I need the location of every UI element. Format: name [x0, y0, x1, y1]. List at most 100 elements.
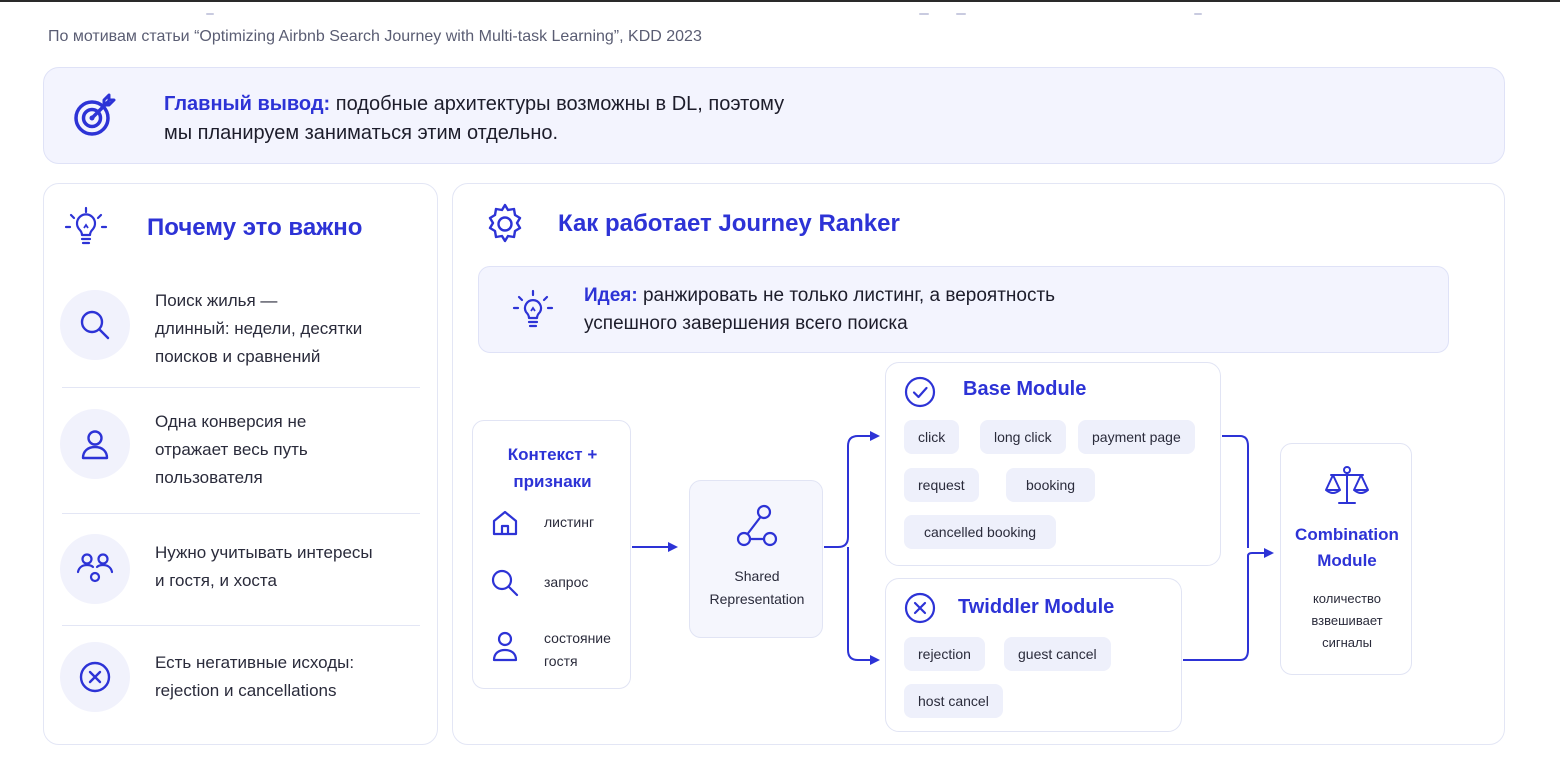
context-item: запрос	[489, 567, 629, 599]
shared-representation-label: Shared Representation	[690, 565, 824, 611]
reason-line: отражает весь путь	[155, 440, 308, 459]
arrow-base-to-combination	[1222, 435, 1249, 548]
reason-item: Есть негативные исходы: rejection и canc…	[60, 642, 420, 722]
divider	[62, 387, 420, 388]
house-icon	[492, 510, 518, 536]
combination-description: количество взвешивает сигналы	[1281, 588, 1413, 654]
combination-module-title: Combination Module	[1281, 522, 1413, 574]
signal-chip: host cancel	[904, 684, 1003, 718]
source-caption: По мотивам статьи “Optimizing Airbnb Sea…	[48, 28, 702, 45]
why-important-card: Почему это важно Поиск жилья — длинный: …	[43, 183, 438, 745]
main-conclusion-line1: подобные архитектуры возможны в DL, поэт…	[335, 93, 785, 115]
twiddler-module-title: Twiddler Module	[958, 596, 1115, 618]
why-important-title: Почему это важно	[147, 214, 363, 241]
search-icon	[80, 310, 110, 340]
shared-label-line: Shared	[734, 568, 780, 584]
arrow-twiddler-to-combination	[1183, 548, 1274, 661]
context-title-line: Контекст +	[507, 445, 598, 464]
context-features-box: Контекст + признаки листинг запрос состо…	[472, 420, 631, 689]
arrow-shared-to-base	[824, 431, 880, 548]
lightbulb-icon	[64, 206, 108, 245]
close-circle-icon	[79, 661, 111, 693]
idea-text: Идея: ранжировать не только листинг, а в…	[584, 282, 1055, 338]
signal-chip: cancelled booking	[904, 515, 1057, 549]
reason-item: Одна конверсия не отражает весь путь пол…	[60, 409, 420, 499]
combination-title-line: Module	[1317, 551, 1377, 570]
share-graph-icon	[736, 504, 778, 547]
context-item: листинг	[489, 507, 629, 539]
context-item: состояние гостя	[489, 629, 629, 675]
context-item-label: состояние гостя	[544, 627, 611, 673]
user-icon	[492, 631, 518, 662]
context-title-line: признаки	[513, 472, 592, 491]
arrow-shared-to-twiddler	[847, 547, 880, 665]
context-title: Контекст + признаки	[473, 441, 632, 495]
combination-desc-line: сигналы	[1322, 635, 1372, 650]
signal-chip: request	[904, 468, 979, 502]
main-conclusion-line2: мы планируем заниматься этим отдельно.	[164, 122, 559, 144]
signal-chip: long click	[980, 420, 1066, 454]
reason-line: Нужно учитывать интересы	[155, 543, 373, 562]
idea-panel: Идея: ранжировать не только листинг, а в…	[478, 266, 1449, 353]
reason-text: Есть негативные исходы: rejection и canc…	[155, 649, 420, 705]
reason-text: Нужно учитывать интересы и гостя, и хост…	[155, 539, 420, 595]
target-icon	[74, 93, 116, 136]
reason-text: Поиск жилья — длинный: недели, десятки п…	[155, 287, 420, 371]
combination-title-line: Combination	[1295, 525, 1399, 544]
signal-chip: click	[904, 420, 960, 454]
base-module-title: Base Module	[963, 378, 1087, 400]
users-icon	[76, 553, 114, 583]
signal-chip: guest cancel	[1004, 637, 1111, 671]
reason-line: длинный: недели, десятки	[155, 319, 363, 338]
reason-item: Нужно учитывать интересы и гостя, и хост…	[60, 534, 420, 614]
combination-desc-line: количество	[1312, 591, 1382, 606]
divider	[62, 513, 420, 514]
reason-line: и гостя, и хоста	[155, 571, 277, 590]
context-item-line: гостя	[544, 653, 578, 669]
reason-icon-circle	[60, 642, 130, 712]
combination-desc-line: взвешивает	[1311, 613, 1383, 628]
shared-label-line: Representation	[709, 591, 805, 607]
decor-dash	[919, 13, 929, 15]
shared-representation-box: Shared Representation	[689, 480, 823, 638]
reason-line: rejection и cancellations	[155, 681, 337, 700]
decor-dash	[1194, 13, 1202, 15]
twiddler-module: Twiddler Module rejection guest cancel h…	[885, 578, 1182, 732]
reason-line: Есть негативные исходы:	[155, 653, 355, 672]
base-module: Base Module click long click payment pag…	[885, 362, 1221, 566]
reason-line: поисков и сравнений	[155, 347, 321, 366]
main-conclusion-label: Главный вывод:	[164, 93, 331, 115]
idea-line1: ранжировать не только листинг, а вероятн…	[642, 285, 1056, 306]
main-conclusion-text: Главный вывод: подобные архитектуры возм…	[164, 90, 784, 148]
context-item-line: состояние	[544, 630, 611, 646]
reason-line: пользователя	[155, 468, 263, 487]
signal-chip: rejection	[904, 637, 985, 671]
signal-chip: booking	[1006, 468, 1096, 502]
reason-icon-circle	[60, 290, 130, 360]
gear-icon	[488, 203, 522, 243]
combination-module: Combination Module количество взвешивает…	[1280, 443, 1412, 675]
reason-line: Поиск жилья —	[155, 291, 278, 310]
divider	[62, 625, 420, 626]
decor-dash	[206, 13, 214, 15]
reason-text: Одна конверсия не отражает весь путь пол…	[155, 408, 420, 492]
idea-label: Идея:	[584, 285, 638, 306]
idea-line2: успешного завершения всего поиска	[584, 313, 908, 334]
context-item-label: листинг	[544, 514, 595, 530]
decor-dash	[956, 13, 966, 15]
context-item-label: запрос	[544, 574, 589, 590]
reason-item: Поиск жилья — длинный: недели, десятки п…	[60, 288, 420, 378]
x-circle-icon	[904, 592, 936, 624]
reason-line: Одна конверсия не	[155, 412, 307, 431]
lightbulb-icon	[512, 289, 554, 328]
scales-icon	[1325, 466, 1369, 504]
search-icon	[491, 569, 519, 597]
user-icon	[81, 430, 109, 460]
reason-icon-circle	[60, 534, 130, 604]
reason-icon-circle	[60, 409, 130, 479]
how-it-works-title: Как работает Journey Ranker	[558, 210, 900, 237]
main-conclusion-banner: Главный вывод: подобные архитектуры возм…	[43, 67, 1505, 164]
top-border-line	[0, 0, 1560, 2]
check-circle-icon	[904, 376, 936, 408]
